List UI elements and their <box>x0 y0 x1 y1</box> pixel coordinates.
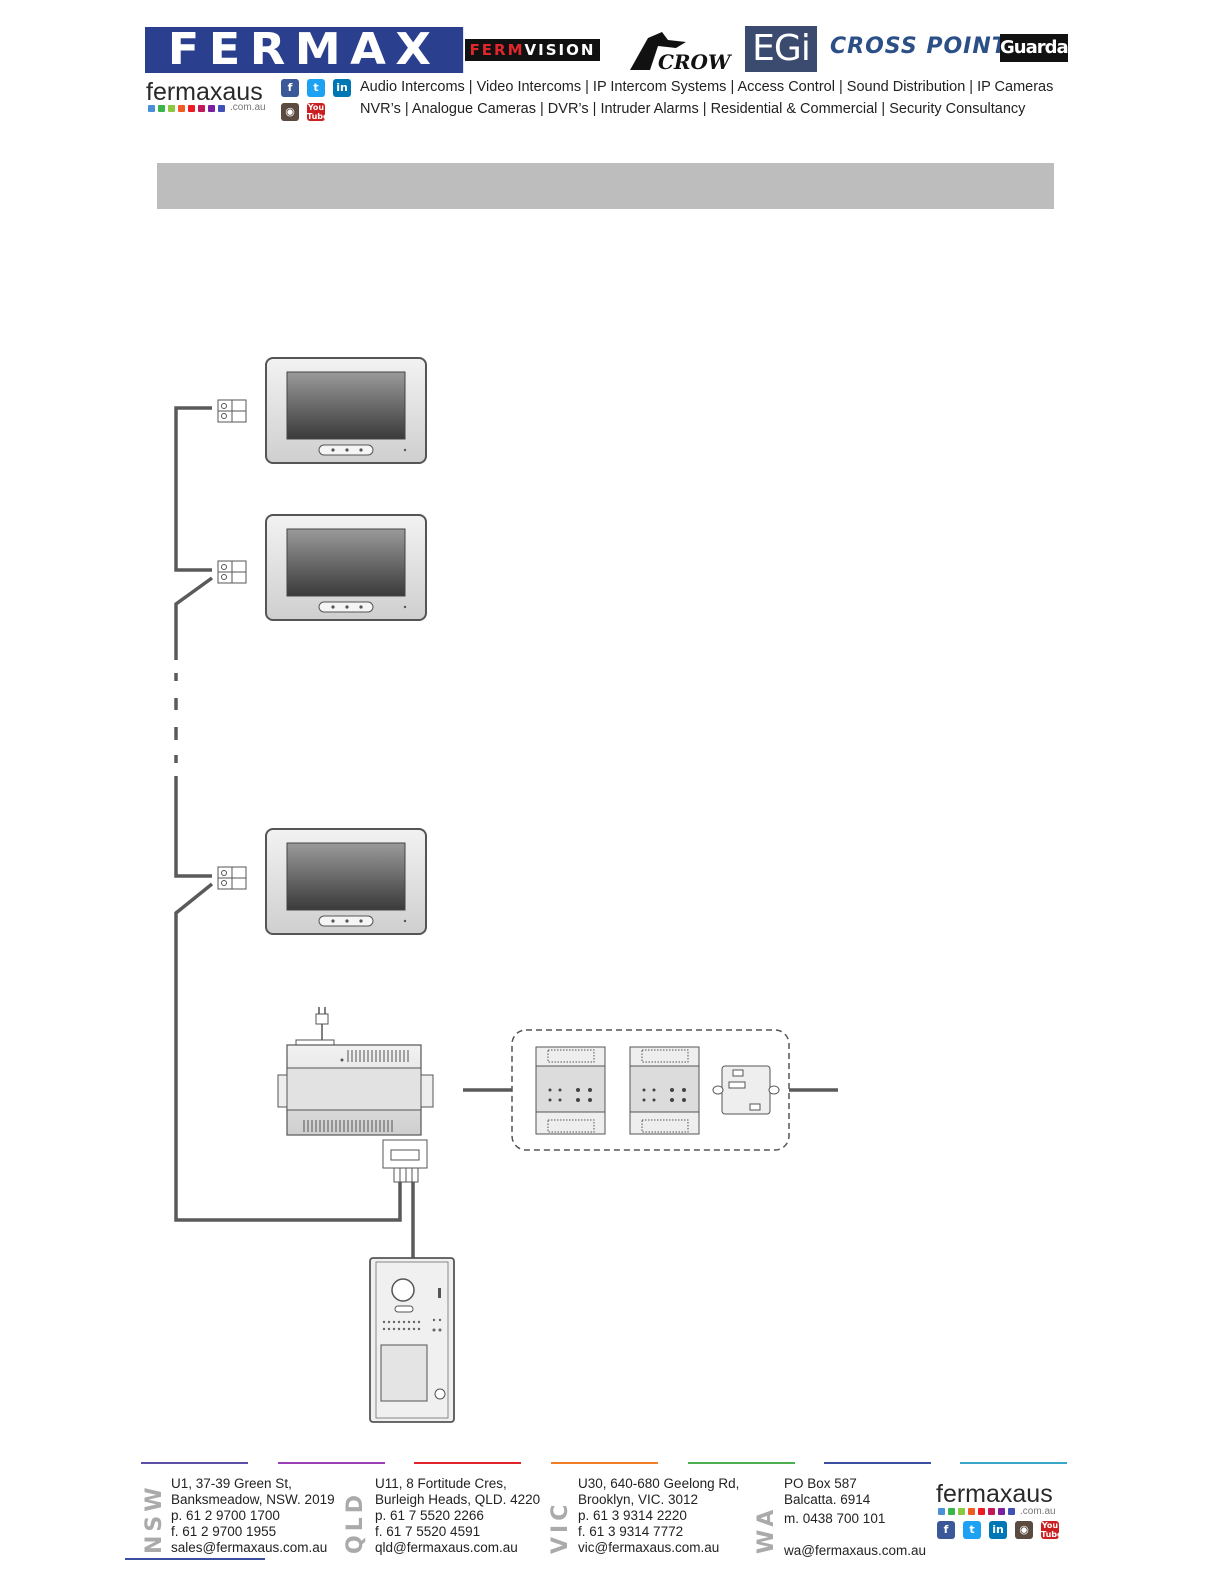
office-nsw-fax: f. 61 2 9700 1955 <box>171 1524 277 1539</box>
header: FERMAX FERMVISION CROW EGi CROSS POINT G… <box>140 20 1080 130</box>
office-wa-line2: Balcatta. 6914 <box>784 1492 871 1507</box>
footer-divider-7 <box>960 1462 1067 1464</box>
office-wa: PO Box 587 Balcatta. 6914 m. 0438 700 10… <box>784 1476 926 1559</box>
terminal-block-3 <box>217 866 247 890</box>
terminal-block-2 <box>217 560 247 584</box>
din-module-2 <box>629 1046 700 1135</box>
office-vic-line1: U30, 640-680 Geelong Rd, <box>578 1476 740 1491</box>
linkedin-icon[interactable]: in <box>333 79 351 97</box>
office-nsw-email[interactable]: sales@fermaxaus.com.au <box>171 1540 328 1555</box>
bus-wires <box>174 406 838 1258</box>
optional-accessories[interactable] <box>511 1029 790 1151</box>
fermvision-logo-part-b: VISION <box>524 41 596 59</box>
footer-facebook-icon[interactable]: f <box>937 1521 955 1539</box>
crosspoint-logo[interactable]: CROSS POINT <box>830 34 1008 59</box>
footer-divider-vic <box>414 1462 521 1464</box>
state-label-qld: QLD <box>343 1491 368 1554</box>
office-qld-fax: f. 61 7 5520 4591 <box>375 1524 481 1539</box>
office-vic: U30, 640-680 Geelong Rd, Brooklyn, VIC. … <box>578 1476 739 1556</box>
din-module-1 <box>535 1046 606 1135</box>
office-wa-line1: PO Box 587 <box>784 1476 857 1491</box>
guardall-logo[interactable]: Guardall <box>1000 34 1079 62</box>
footer-divider-wa <box>551 1462 658 1464</box>
egi-logo[interactable]: EGi <box>745 26 817 72</box>
services-line-2: NVR’s | Analogue Cameras | DVR’s | Intru… <box>360 101 1026 117</box>
fermax-logo[interactable]: FERMAX <box>145 27 464 73</box>
services-line-1: Audio Intercoms | Video Intercoms | IP I… <box>360 79 1054 95</box>
footer-instagram-icon[interactable]: ◉ <box>1015 1521 1033 1539</box>
state-label-vic: VIC <box>548 1500 573 1554</box>
office-qld-line1: U11, 8 Fortitude Cres, <box>375 1476 507 1491</box>
office-vic-fax: f. 61 3 9314 7772 <box>578 1524 684 1539</box>
footer-linkedin-icon[interactable]: in <box>989 1521 1007 1539</box>
junction-module <box>712 1065 780 1115</box>
office-nsw: U1, 37-39 Green St, Banksmeadow, NSW. 20… <box>171 1476 335 1556</box>
footer-brand-name: fermaxaus <box>936 1480 1053 1508</box>
office-qld-email[interactable]: qld@fermaxaus.com.au <box>375 1540 518 1555</box>
monitor-3[interactable] <box>265 828 427 935</box>
office-qld-line2: Burleigh Heads, QLD. 4220 <box>375 1492 541 1507</box>
distributor-box[interactable] <box>382 1139 428 1183</box>
power-supply[interactable] <box>277 1007 434 1136</box>
footer-twitter-icon[interactable]: t <box>963 1521 981 1539</box>
title-bar <box>157 163 1054 209</box>
crow-logo[interactable]: CROW <box>628 30 730 78</box>
facebook-icon[interactable]: f <box>281 79 299 97</box>
office-vic-phone[interactable]: p. 61 3 9314 2220 <box>578 1508 687 1523</box>
fermvision-logo[interactable]: FERMVISION <box>465 39 600 61</box>
office-vic-email[interactable]: vic@fermaxaus.com.au <box>578 1540 720 1555</box>
footer-divider-nsw <box>141 1462 248 1464</box>
monitor-1[interactable] <box>265 357 427 464</box>
office-qld-phone[interactable]: p. 61 7 5520 2266 <box>375 1508 484 1523</box>
office-wa-fax <box>784 1527 926 1543</box>
brand-domain: .com.au <box>230 102 266 113</box>
office-wa-phone[interactable]: m. 0438 700 101 <box>784 1511 886 1526</box>
office-wa-email[interactable]: wa@fermaxaus.com.au <box>784 1543 927 1558</box>
twitter-icon[interactable]: t <box>307 79 325 97</box>
office-nsw-line2: Banksmeadow, NSW. 2019 <box>171 1492 335 1507</box>
monitor-2[interactable] <box>265 514 427 621</box>
footer-brand-color-dots <box>938 1508 1015 1515</box>
bottom-underline <box>125 1558 265 1560</box>
instagram-icon[interactable]: ◉ <box>281 103 299 121</box>
footer-brand-domain: .com.au <box>1020 1506 1056 1517</box>
state-label-wa: WA <box>754 1505 779 1554</box>
state-label-nsw: NSW <box>142 1483 167 1554</box>
office-nsw-phone[interactable]: p. 61 2 9700 1700 <box>171 1508 280 1523</box>
office-qld: U11, 8 Fortitude Cres, Burleigh Heads, Q… <box>375 1476 540 1556</box>
brand-name: fermaxaus <box>146 78 263 106</box>
door-entry-panel[interactable] <box>369 1257 455 1423</box>
office-nsw-line1: U1, 37-39 Green St, <box>171 1476 292 1491</box>
footer-divider-6 <box>824 1462 931 1464</box>
crow-bird-icon <box>630 32 686 70</box>
footer-divider-5 <box>688 1462 795 1464</box>
terminal-block-1 <box>217 399 247 423</box>
brand-color-dots <box>148 105 225 112</box>
fermvision-logo-part-a: FERM <box>469 41 525 59</box>
crow-logo-text: CROW <box>658 50 731 74</box>
office-vic-line2: Brooklyn, VIC. 3012 <box>578 1492 699 1507</box>
footer-divider-qld <box>278 1462 385 1464</box>
